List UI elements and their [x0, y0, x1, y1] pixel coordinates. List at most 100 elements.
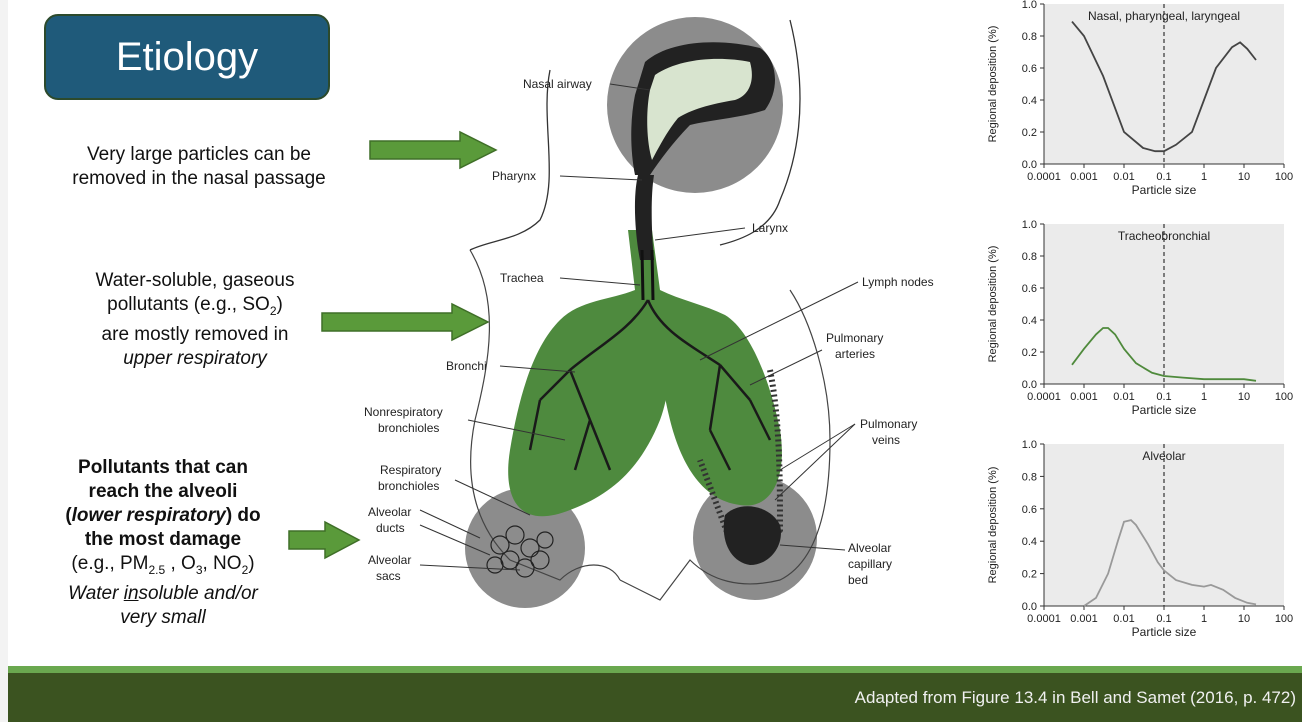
body-outline [469, 249, 831, 601]
note-lower-b4: the most damage [84, 529, 242, 550]
trachea [640, 249, 655, 301]
y-axis-label: Regional deposition (%) [987, 26, 999, 143]
chart-title: Alveolar [1142, 449, 1185, 463]
left-lung [508, 230, 670, 517]
label-respiratory-bronchioles-1: Respiratory [380, 463, 441, 477]
eg-sub-pm: 2.5 [148, 562, 166, 577]
note-lower-b3: (lower respiratory) do [32, 504, 294, 528]
label-capillary-bed-1: Alveolar [848, 541, 891, 555]
eg-mid2: , NO [202, 553, 242, 574]
note-lower-b3-open: ( [65, 505, 72, 526]
water-pre: Water [68, 582, 124, 604]
alveolar-capillary-bed [723, 506, 781, 565]
respiratory-diagram: Nasal airway Pharynx Larynx Trachea Lymp… [364, 17, 934, 608]
note-lower-b2: reach the alveoli [88, 481, 238, 502]
y-tick-label: 0.0 [1022, 601, 1037, 613]
eg-sub-no2: 2 [241, 562, 249, 577]
x-tick-label: 0.001 [1070, 613, 1098, 625]
x-tick-label: 1 [1201, 391, 1207, 403]
label-capillary-bed-3: bed [848, 573, 868, 587]
x-tick-label: 0.0001 [1027, 171, 1061, 183]
y-tick-label: 0.4 [1022, 95, 1037, 107]
y-tick-label: 0.8 [1022, 471, 1037, 483]
label-nonrespiratory-2: bronchioles [378, 421, 439, 435]
x-tick-label: 0.1 [1156, 171, 1171, 183]
note-lower-water2: very small [120, 606, 206, 628]
note-lower-respiratory: Pollutants that can reach the alveoli (l… [32, 456, 294, 630]
label-alveolar-sacs-2: sacs [376, 569, 401, 583]
pharynx-tube [634, 175, 654, 260]
series-line [1083, 519, 1257, 607]
note-lower-examples: (e.g., PM2.5 , O3, NO2) [32, 552, 294, 582]
note-upper-respiratory: Water-soluble, gaseous pollutants (e.g.,… [40, 269, 350, 371]
x-tick-label: 0.0001 [1027, 391, 1061, 403]
label-nonrespiratory-1: Nonrespiratory [364, 405, 443, 419]
slide-title: Etiology [115, 34, 259, 79]
eg-pre: (e.g., PM [71, 553, 149, 574]
x-tick-label: 0.01 [1113, 613, 1134, 625]
eg-mid1: , O [165, 553, 196, 574]
head-outline [469, 19, 801, 251]
x-tick-label: 100 [1275, 613, 1293, 625]
y-axis-label: Regional deposition (%) [987, 467, 999, 584]
water-underline: in [123, 582, 139, 604]
y-tick-label: 1.0 [1022, 439, 1037, 451]
y-tick-label: 0.0 [1022, 379, 1037, 391]
label-respiratory-bronchioles-2: bronchioles [378, 479, 439, 493]
eg-post: ) [248, 553, 255, 574]
series-line [1071, 21, 1257, 153]
note-upper-line2-text: pollutants (e.g., SO [107, 294, 270, 315]
chart-title: Tracheobronchial [1118, 229, 1210, 243]
note-upper-line4: upper respiratory [40, 347, 350, 371]
note-nasal-line1: Very large particles can be [87, 144, 311, 165]
label-capillary-bed-2: capillary [848, 557, 892, 571]
note-upper-line2: pollutants (e.g., SO2) [40, 293, 350, 323]
label-pulmonary-veins-2: veins [872, 433, 900, 447]
x-tick-label: 0.01 [1113, 171, 1134, 183]
y-tick-label: 0.4 [1022, 315, 1037, 327]
x-tick-label: 1 [1201, 613, 1207, 625]
label-trachea: Trachea [500, 271, 544, 285]
label-nasal-airway: Nasal airway [523, 77, 592, 91]
arrow-right-icon-lower [288, 520, 361, 560]
note-upper-line3: are mostly removed in [101, 323, 289, 345]
y-tick-label: 1.0 [1022, 219, 1037, 231]
series-line [1071, 327, 1257, 382]
footer-citation: Adapted from Figure 13.4 in Bell and Sam… [854, 687, 1296, 707]
y-tick-label: 0.2 [1022, 127, 1037, 139]
x-tick-label: 1 [1201, 171, 1207, 183]
y-tick-label: 0.8 [1022, 251, 1037, 263]
water-post: soluble and/or [138, 582, 258, 604]
nasal-cavity-inner [647, 58, 752, 160]
note-upper-line2-close: ) [276, 294, 283, 315]
label-alveolar-sacs-1: Alveolar [368, 553, 411, 567]
label-lymph-nodes: Lymph nodes [862, 275, 934, 289]
label-pulmonary-veins-1: Pulmonary [860, 417, 917, 431]
y-tick-label: 0.6 [1022, 283, 1037, 295]
y-axis-label: Regional deposition (%) [987, 246, 999, 363]
x-tick-label: 10 [1238, 613, 1250, 625]
label-pulmonary-arteries-1: Pulmonary [826, 331, 883, 345]
x-tick-label: 0.001 [1070, 391, 1098, 403]
y-tick-label: 1.0 [1022, 0, 1037, 11]
arrow-right-icon-upper [321, 302, 490, 342]
x-tick-label: 0.0001 [1027, 613, 1061, 625]
chart-title: Nasal, pharyngeal, laryngeal [1088, 9, 1240, 23]
bronchi-tree [528, 299, 772, 471]
leader-lines [419, 83, 859, 571]
footer: Adapted from Figure 13.4 in Bell and Sam… [8, 673, 1302, 722]
y-tick-label: 0.6 [1022, 63, 1037, 75]
title-box: Etiology [44, 14, 330, 100]
x-tick-label: 0.01 [1113, 391, 1134, 403]
y-tick-label: 0.4 [1022, 536, 1037, 548]
x-axis-label: Particle size [1132, 625, 1197, 639]
label-alveolar-ducts-2: ducts [376, 521, 405, 535]
y-tick-label: 0.2 [1022, 569, 1037, 581]
label-larynx: Larynx [752, 221, 788, 235]
footer-stripe [8, 666, 1302, 673]
note-lower-b3-italic: lower respiratory [71, 505, 226, 526]
note-lower-b3-close: ) do [225, 505, 261, 526]
eg-sub-o3: 3 [195, 562, 203, 577]
